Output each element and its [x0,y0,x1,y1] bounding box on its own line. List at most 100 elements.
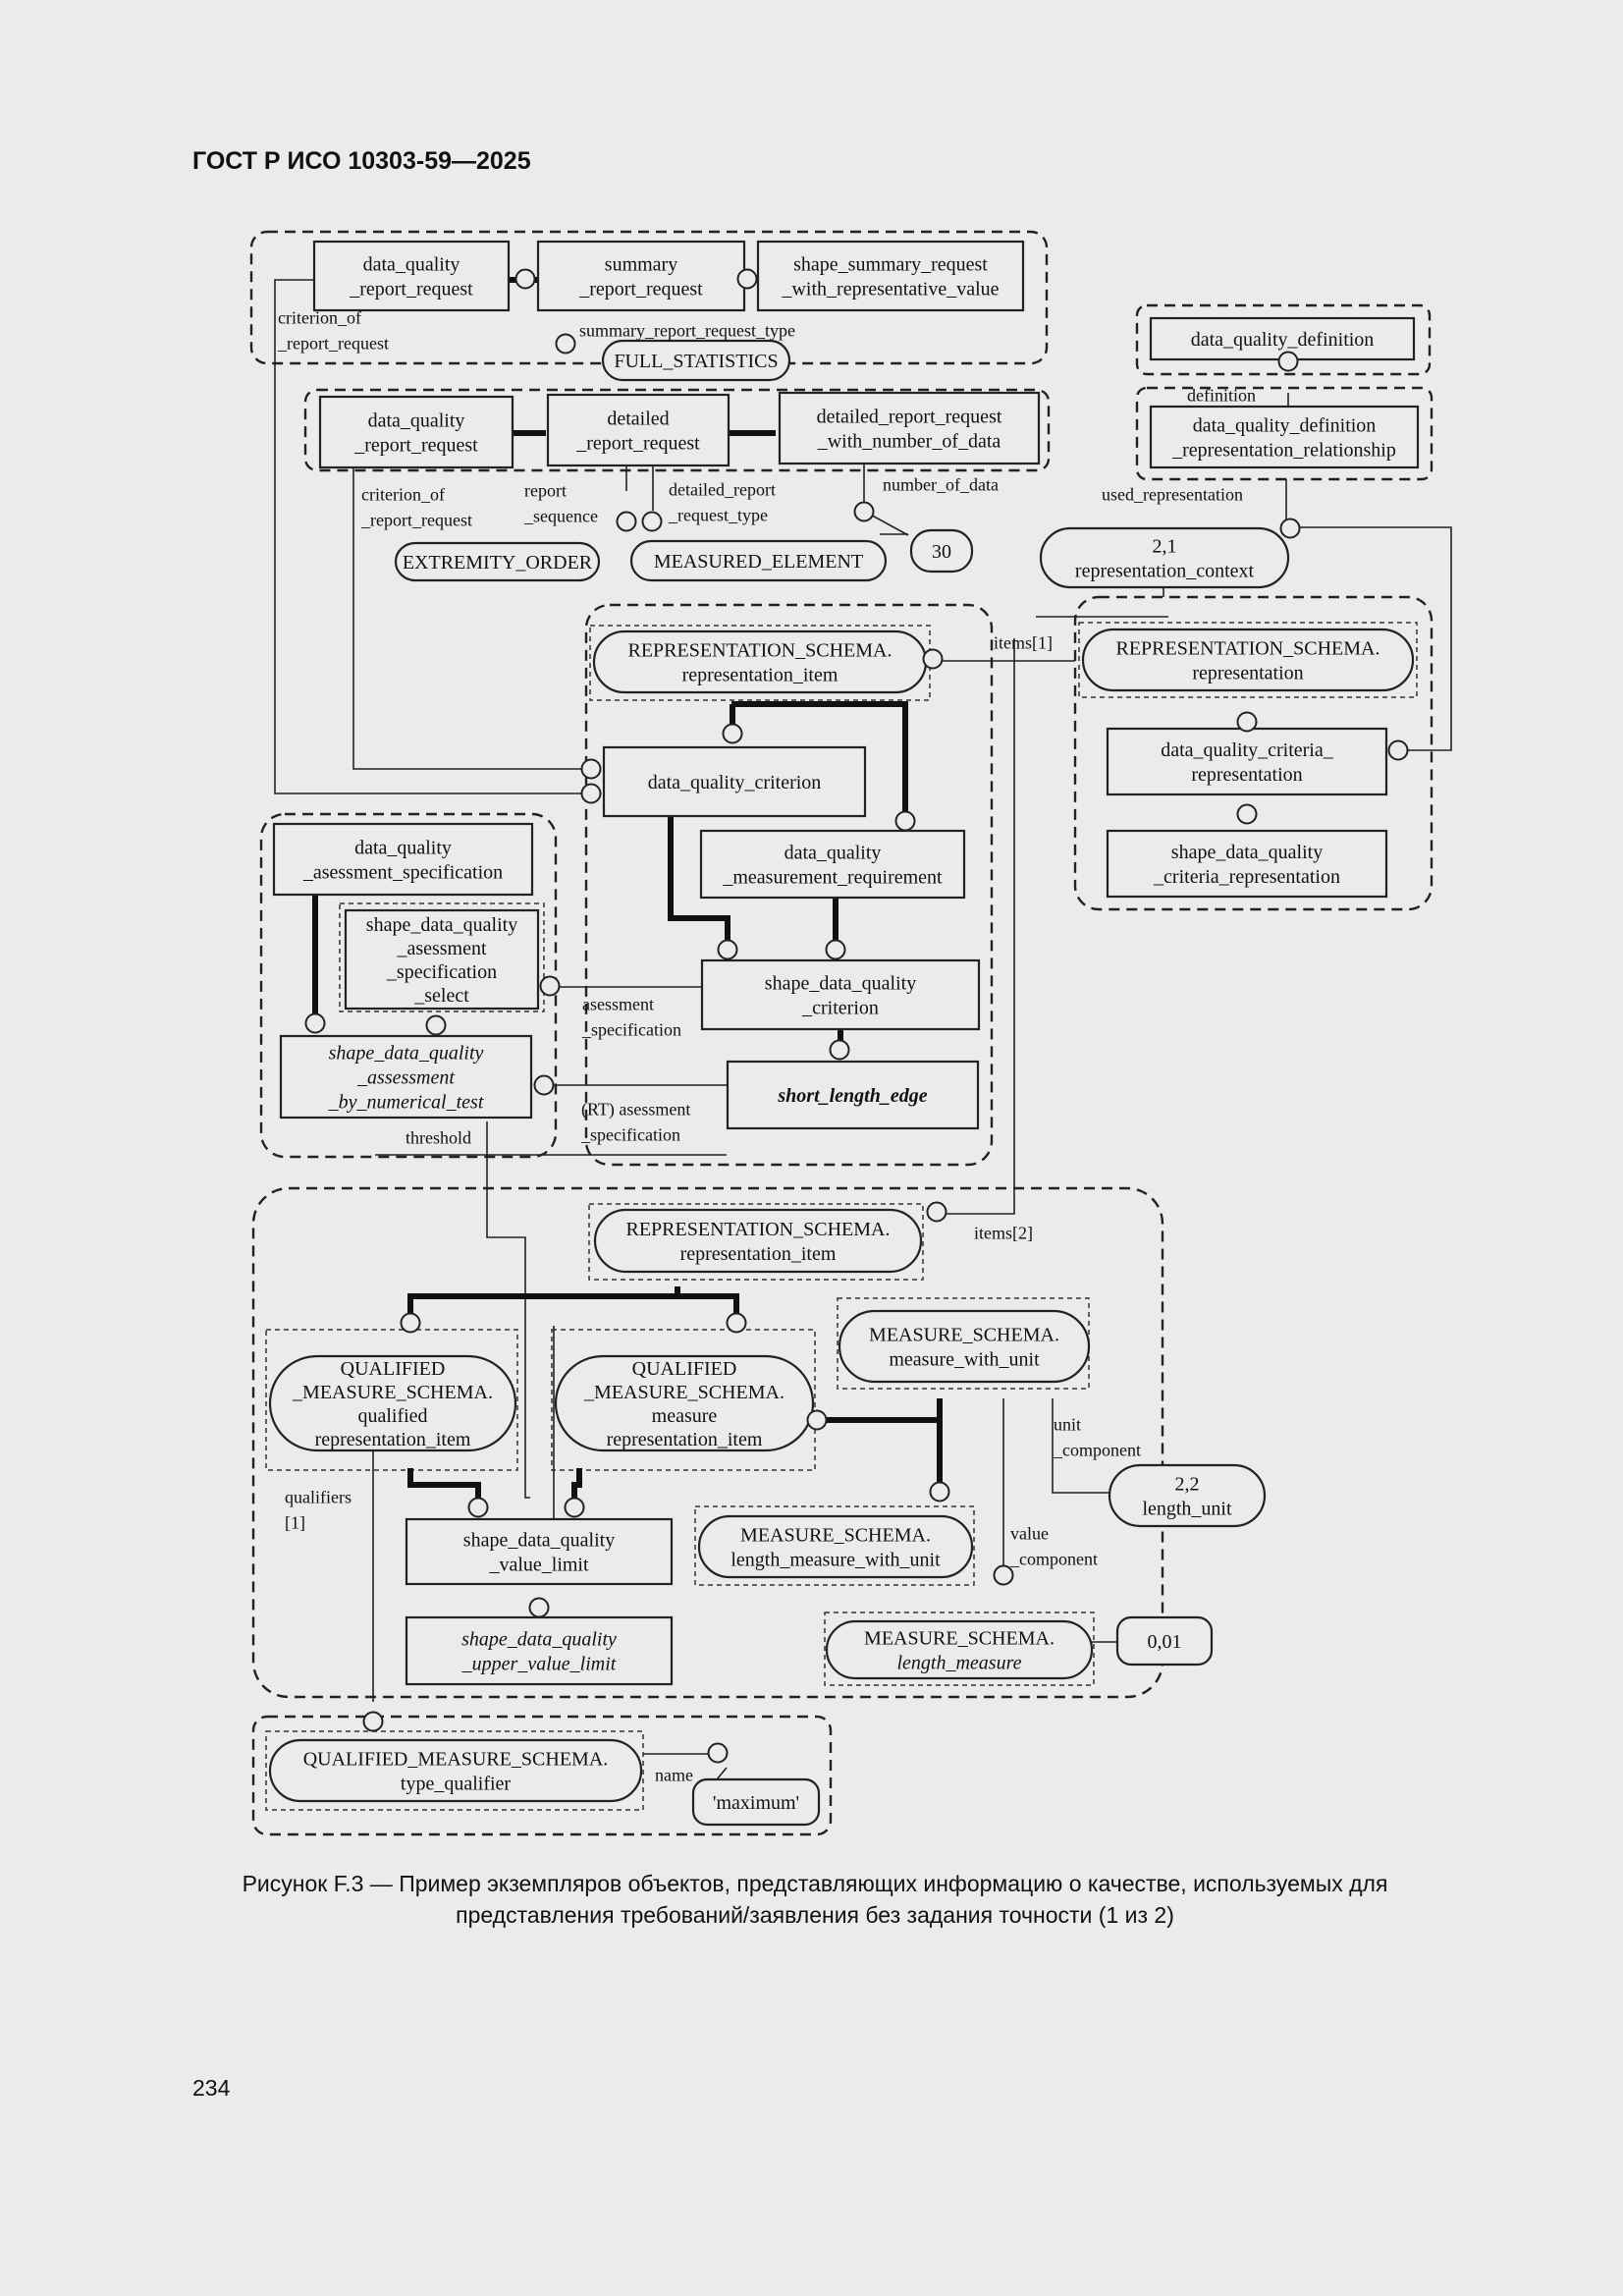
svg-text:shape_data_quality: shape_data_quality [329,1043,484,1065]
relationship-end-circle [717,939,738,960]
relationship-end-circle [467,1497,489,1518]
svg-text:detailed: detailed [607,409,669,430]
data-quality-definition-relationship-entity: data_quality_definition_representation_r… [1149,405,1420,469]
group-representation [1073,595,1434,911]
figure-caption-line-2: представления требований/заявления без з… [456,1902,1174,1928]
svg-text:data_quality_definition: data_quality_definition [1191,329,1375,351]
svg-text:representation_item: representation_item [315,1429,471,1450]
qualifiers-label: qualifiers[1] [285,1487,352,1532]
representation-item-entity: REPRESENTATION_SCHEMA.representation_ite… [593,1208,923,1274]
summary-type-label: summary_report_request_type [579,320,795,340]
relationship-end-circle [1236,803,1258,825]
svg-text:data_quality: data_quality [368,410,465,432]
svg-text:type_qualifier: type_qualifier [401,1774,512,1795]
svg-text:_specification: _specification [386,961,497,983]
relationship-end-circle [825,939,846,960]
svg-text:_asessment_specification: _asessment_specification [302,862,503,884]
qualified-representation-item-entity: QUALIFIED_MEASURE_SCHEMA.qualifiedrepres… [268,1354,517,1452]
connector-line [1285,479,1452,751]
svg-text:items[1]: items[1] [994,632,1053,652]
shape-data-quality-criterion-entity: shape_data_quality_criterion [700,958,981,1031]
svg-text:length_measure_with_unit: length_measure_with_unit [730,1550,941,1571]
relationship-end-circle [926,1201,947,1223]
svg-text:2,1: 2,1 [1153,536,1177,558]
connector-line [937,638,1015,1215]
svg-text:_criterion: _criterion [801,998,879,1019]
used-representation-label: used_representation [1102,484,1243,504]
shape-data-quality-assessment-by-numerical-test-entity: shape_data_quality_assessment_by_numeric… [279,1034,533,1120]
data-quality-criterion-entity: data_quality_criterion [602,745,867,818]
svg-text:shape_data_quality: shape_data_quality [366,914,517,936]
shape-data-quality-value-limit-entity: shape_data_quality_value_limit [405,1517,674,1586]
svg-text:used_representation: used_representation [1102,484,1243,504]
svg-text:measure: measure [652,1405,718,1427]
svg-text:2,2: 2,2 [1175,1474,1200,1496]
rt-assessment-specification-label: (RT) asessment_specification [580,1099,690,1144]
svg-text:_report_request: _report_request [353,435,478,457]
data-quality-report-request-entity: data_quality _report_request [312,240,511,312]
svg-text:short_length_edge: short_length_edge [777,1085,927,1107]
relationship-line [813,1398,943,1423]
svg-text:_report_request: _report_request [349,279,473,301]
sub-frame [265,1329,518,1471]
relationship-end-circle [993,1564,1014,1586]
svg-text:MEASURE_SCHEMA.: MEASURE_SCHEMA. [869,1325,1059,1346]
svg-text:[1]: [1] [285,1512,305,1532]
svg-text:_component: _component [1009,1549,1098,1568]
detailed-report-request-entity: detailed _report_request [546,393,730,467]
svg-text:_report_request: _report_request [578,279,703,301]
svg-text:_MEASURE_SCHEMA.: _MEASURE_SCHEMA. [583,1382,784,1403]
relationship-end-circle [400,1312,421,1334]
connector-line [486,1121,530,1499]
relationship-end-circle [1279,518,1301,539]
shape-summary-request-entity: shape_summary_request _with_representativ… [756,240,1025,312]
svg-text:_with_representative_value: _with_representative_value [781,279,999,301]
svg-text:_component: _component [1053,1440,1141,1459]
svg-text:_by_numerical_test: _by_numerical_test [328,1092,484,1114]
measured-element-value: MEASURED_ELEMENT [629,539,888,582]
report-sequence-label: report _sequence [523,480,598,525]
svg-text:shape_data_quality: shape_data_quality [1171,842,1323,863]
svg-text:representation: representation [1191,764,1302,786]
svg-text:_report_request: _report_request [277,333,389,353]
svg-text:asessment: asessment [582,994,654,1013]
detailed-type-label: detailed_report_request_type [668,479,776,524]
svg-text:0,01: 0,01 [1148,1631,1182,1653]
representation-item-entity: REPRESENTATION_SCHEMA.representation_ite… [592,629,928,694]
unit-component-label: unit_component [1053,1414,1141,1459]
document-header: ГОСТ Р ИСО 10303-59—2025 [192,147,531,175]
assessment-specification-label: asessment_specification [581,994,681,1039]
svg-text:shape_data_quality: shape_data_quality [461,1629,617,1651]
svg-text:shape_summary_request: shape_summary_request [793,254,988,276]
svg-text:shape_data_quality: shape_data_quality [463,1530,615,1552]
sub-frame [824,1612,1095,1686]
svg-text:_report_request: _report_request [575,433,700,455]
figure-caption: Рисунок F.3 — Пример экземпляров объекто… [177,1868,1453,1931]
sub-frame [1078,622,1418,698]
criterion-of-label: criterion_of_report_request [277,307,389,353]
relationship-end-circle [707,1742,729,1764]
svg-text:data_quality: data_quality [363,254,460,276]
sub-frame [265,1730,644,1811]
extremity-order-value: EXTREMITY_ORDER [394,541,601,582]
svg-text:measure_with_unit: measure_with_unit [889,1349,1040,1371]
length-measure-with-unit-entity: MEASURE_SCHEMA.length_measure_with_unit [697,1514,974,1579]
svg-text:representation_item: representation_item [682,665,839,686]
relationship-end-circle [829,1039,850,1061]
criterion-of-label: criterion_of_report_request [360,484,472,529]
svg-text:_criteria_representation: _criteria_representation [1153,866,1340,888]
relationship-end-circle [564,1497,585,1518]
sub-frame [339,902,545,1012]
svg-text:report: report [524,480,567,500]
relationship-end-circle [641,511,663,532]
group-dq-definition-rel [1135,386,1434,481]
svg-text:_sequence: _sequence [523,506,598,525]
svg-text:_measurement_requirement: _measurement_requirement [722,867,943,889]
definition-label: definition [1187,385,1256,405]
short-length-edge-entity: short_length_edge [726,1060,980,1130]
shape-data-quality-assessment-select-entity: shape_data_quality_asessment_specificati… [344,908,540,1011]
page-number: 234 [192,2075,231,2101]
